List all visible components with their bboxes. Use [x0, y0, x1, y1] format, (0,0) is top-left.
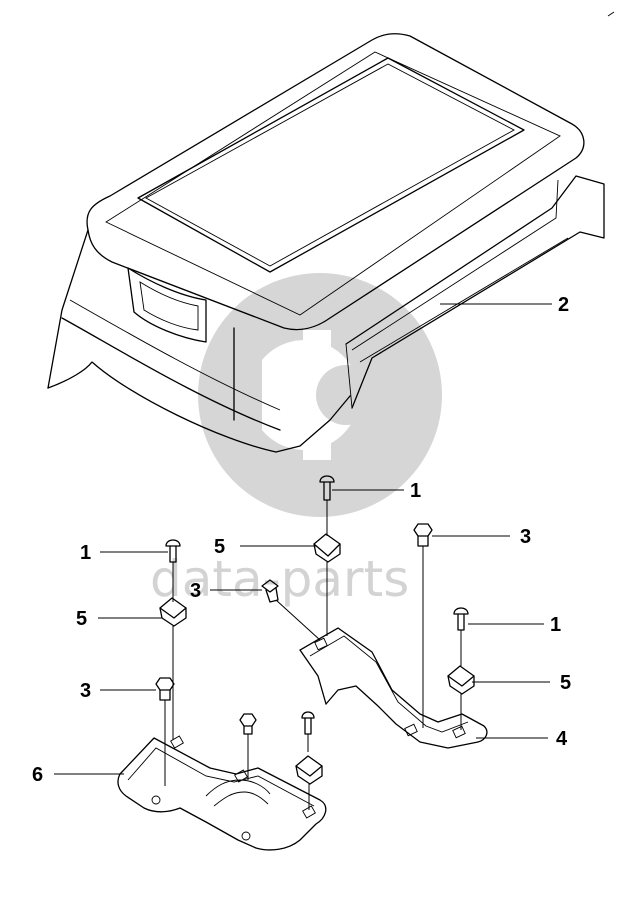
callout-nut-left: 5: [76, 608, 87, 630]
screw-right-top: [413, 523, 433, 728]
callout-seat-cover: 2: [558, 294, 569, 316]
nut-top: [313, 533, 341, 636]
seat-cover: [47, 33, 605, 453]
nut-left: [159, 597, 187, 740]
bolt-right: [453, 607, 469, 666]
callout-bolt-top: 1: [410, 480, 421, 502]
callout-bracket-right: 4: [556, 728, 568, 750]
loose-hardware: [239, 711, 323, 810]
callout-bolt-left: 1: [80, 542, 91, 564]
nut-right: [447, 665, 475, 730]
callout-bracket-left: 6: [32, 764, 43, 786]
screw-left: [155, 677, 175, 786]
callout-nut-right: 5: [560, 672, 571, 694]
callout-screw-center: 3: [190, 580, 201, 602]
callout-screw-right-top: 3: [520, 526, 531, 548]
bracket-right: [299, 627, 488, 749]
corner-mark: [607, 11, 615, 17]
watermark-text: data-parts: [150, 550, 409, 608]
bolt-top: [319, 475, 335, 536]
bracket-left: [117, 735, 327, 851]
callout-bolt-right: 1: [550, 614, 561, 636]
callout-nut-top: 5: [214, 536, 225, 558]
callout-screw-left: 3: [80, 680, 91, 702]
screw-center: [261, 579, 321, 641]
bolt-left: [165, 539, 181, 602]
watermark-logo: [198, 273, 442, 517]
